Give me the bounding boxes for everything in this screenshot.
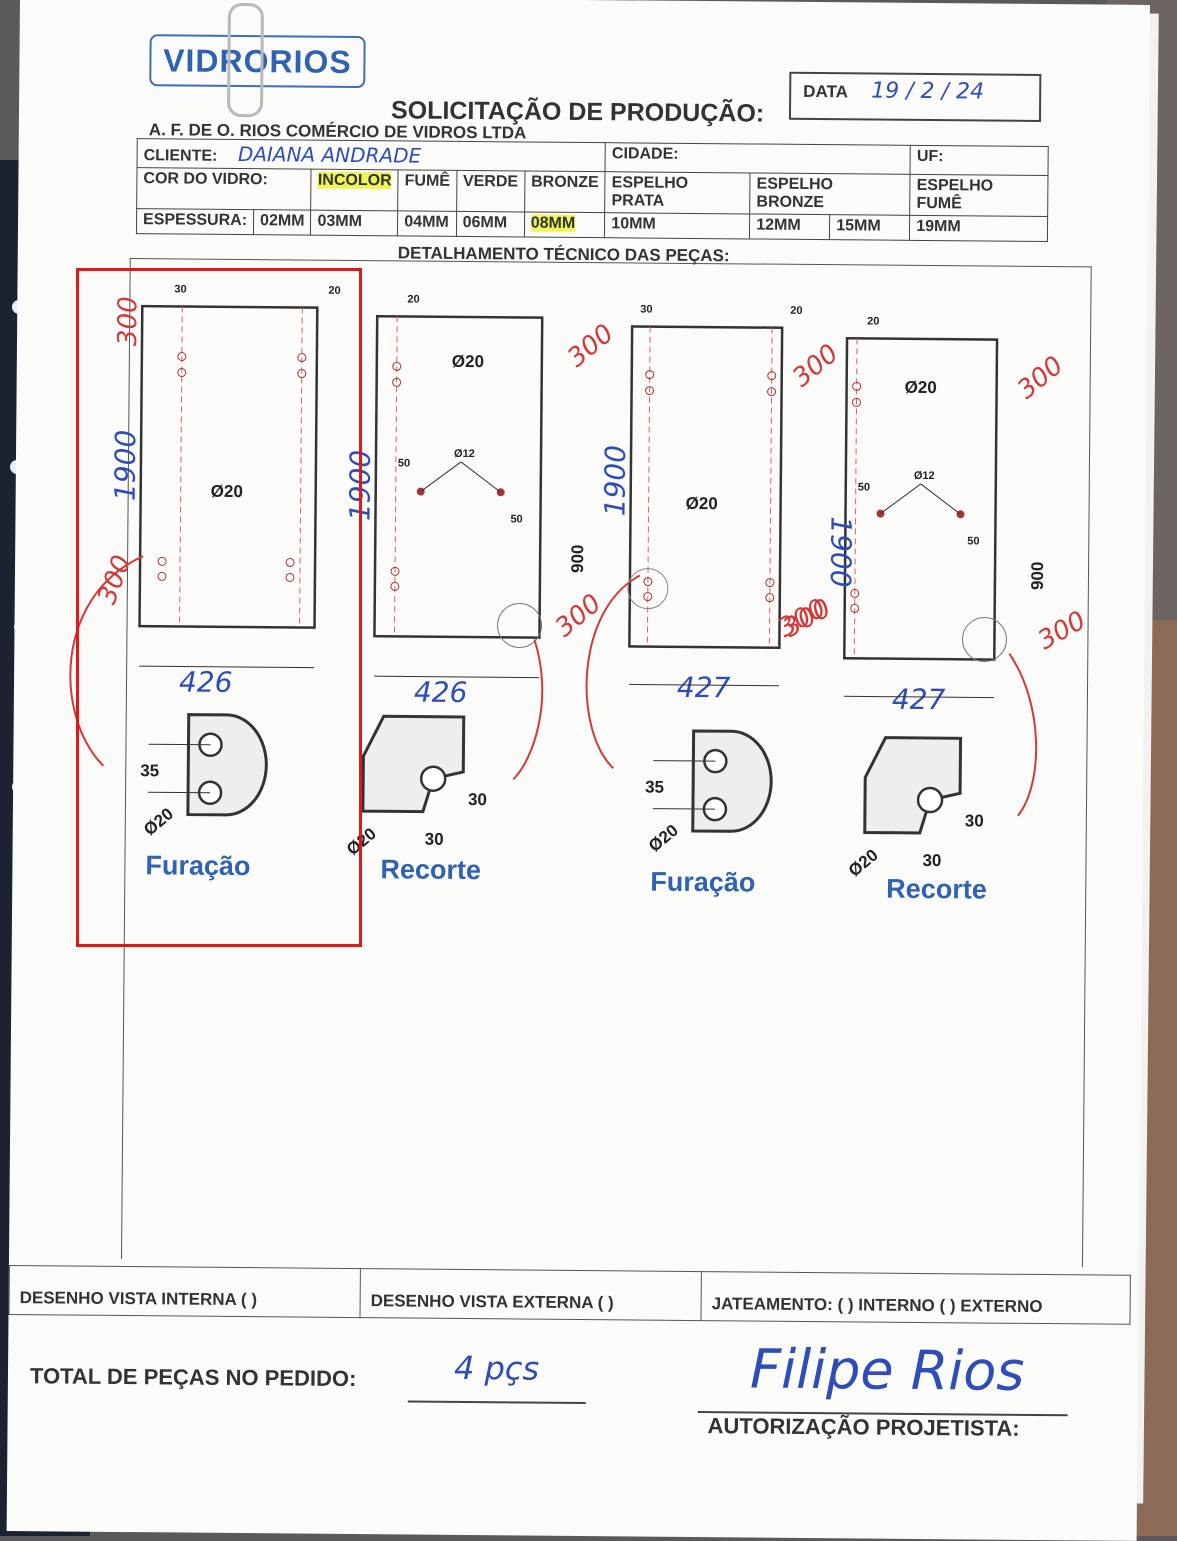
red-arrow-2 — [512, 639, 544, 781]
detail-furacao-1: 35 Ø20 Furação — [140, 713, 268, 881]
svg-text:900: 900 — [1028, 562, 1047, 591]
detail-recorte-2: 30 30 Ø20 Recorte — [845, 736, 987, 905]
hole-label-2: Ø20 — [452, 352, 484, 371]
svg-text:30: 30 — [640, 303, 652, 315]
detail-recorte-1: 30 30 Ø20 Recorte — [343, 714, 487, 885]
top-2: 300 — [562, 319, 619, 374]
piece-2: Ø20 Ø12 50 50 20 900 426 1900 300 300 — [343, 293, 619, 709]
svg-text:35: 35 — [645, 778, 664, 797]
caption-furacao-1: Furação — [145, 850, 250, 881]
svg-text:50: 50 — [858, 481, 870, 493]
svg-text:30: 30 — [468, 790, 487, 809]
bottom-4b: 300 — [1033, 606, 1091, 657]
svg-text:50: 50 — [398, 457, 410, 469]
top-4: 300 — [1012, 351, 1069, 406]
width-3: 427 — [677, 671, 731, 704]
piece-3: Ø20 30 20 427 1900 300 300 — [598, 303, 844, 704]
svg-text:50: 50 — [967, 535, 979, 547]
total-pieces-label: TOTAL DE PEÇAS NO PEDIDO: — [29, 1363, 357, 1392]
svg-text:30: 30 — [965, 811, 984, 830]
view-internal: DESENHO VISTA INTERNA ( ) — [9, 1265, 361, 1318]
authorization-label: AUTORIZAÇÃO PROJETISTA: — [707, 1413, 1020, 1441]
bottom-2: 300 — [550, 589, 607, 644]
hole-label-1: Ø20 — [211, 482, 243, 501]
svg-text:900: 900 — [568, 544, 587, 573]
top-1: 300 — [113, 296, 143, 346]
svg-text:20: 20 — [867, 315, 879, 327]
height-3: 1900 — [598, 445, 632, 517]
designer-signature: Filipe Rios — [749, 1337, 1025, 1403]
view-external: DESENHO VISTA EXTERNA ( ) — [359, 1268, 702, 1321]
red-arrow-1 — [69, 555, 144, 767]
height-1: 1900 — [109, 430, 143, 502]
red-arrow-3 — [585, 574, 641, 769]
svg-text:Ø20: Ø20 — [845, 845, 882, 880]
piece-1: Ø20 30 20 426 1900 300 300 — [92, 283, 341, 699]
red-arrow-4 — [1008, 653, 1038, 817]
width-2: 426 — [414, 676, 468, 709]
caption-furacao-2: Furação — [650, 867, 755, 898]
hole-label-3: Ø20 — [686, 494, 718, 513]
width-4: 427 — [892, 683, 946, 716]
height-4: 1900 — [824, 516, 858, 588]
svg-text:Ø12: Ø12 — [454, 448, 475, 460]
svg-text:35: 35 — [140, 761, 159, 780]
svg-text:Ø20: Ø20 — [645, 821, 682, 856]
red-selection-box — [76, 268, 362, 947]
hole-label-4: Ø20 — [905, 378, 937, 397]
svg-text:50: 50 — [510, 513, 522, 525]
svg-text:20: 20 — [790, 305, 802, 317]
svg-text:30: 30 — [922, 851, 941, 870]
production-form: VIDRORIOS DATA 19 / 2 / 24 SOLICITAÇÃO D… — [6, 0, 1150, 1541]
caption-recorte-1: Recorte — [380, 854, 481, 885]
svg-text:30: 30 — [425, 830, 444, 849]
svg-text:20: 20 — [328, 285, 340, 297]
svg-text:20: 20 — [407, 293, 419, 305]
width-1: 426 — [179, 665, 233, 698]
svg-text:Ø12: Ø12 — [914, 470, 935, 482]
total-pieces-value: 4 pçs — [453, 1348, 540, 1388]
caption-recorte-2: Recorte — [886, 874, 987, 905]
top-3: 300 — [787, 339, 844, 394]
footer-options-table: DESENHO VISTA INTERNA ( ) DESENHO VISTA … — [9, 1265, 1131, 1325]
technical-drawings: Ø20 30 20 426 1900 300 300 Ø20 Ø12 50 50… — [69, 283, 1091, 905]
detail-furacao-2: 35 Ø20 Furação — [645, 729, 773, 898]
sandblast-option: JATEAMENTO: ( ) INTERNO ( ) EXTERNO — [700, 1271, 1131, 1325]
svg-text:30: 30 — [174, 283, 186, 295]
